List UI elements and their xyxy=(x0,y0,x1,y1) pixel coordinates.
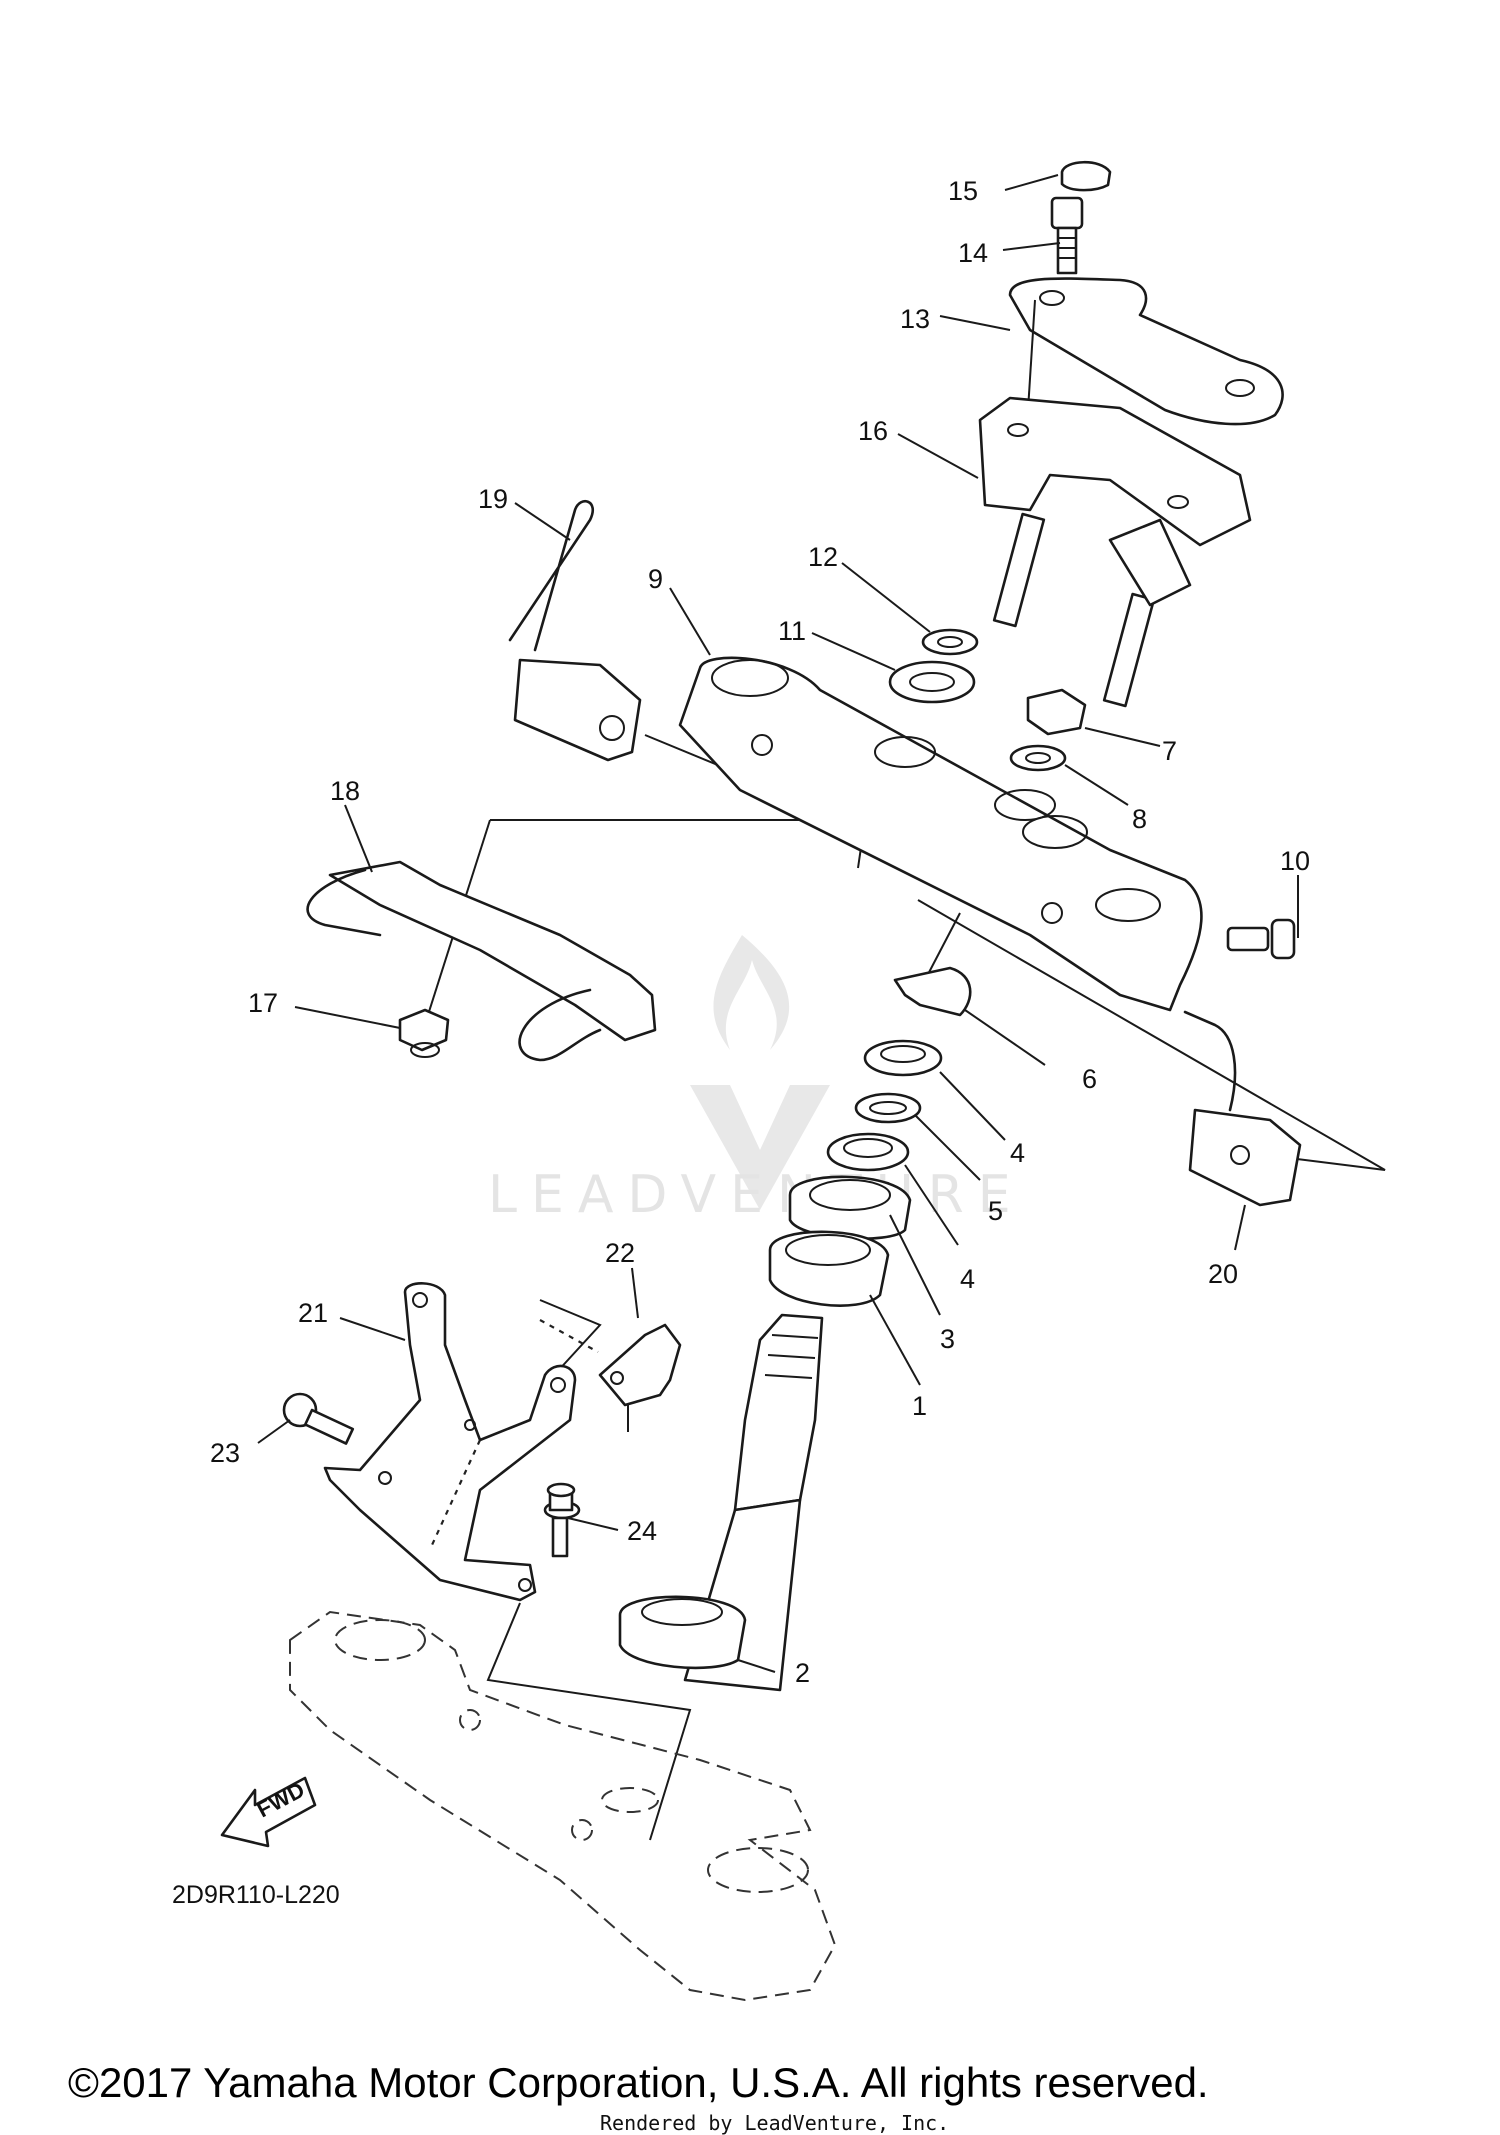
callout-16: 16 xyxy=(858,416,888,446)
part-7-nut xyxy=(1026,688,1087,736)
callout-10: 10 xyxy=(1280,846,1310,876)
part-20-clip xyxy=(1183,1010,1302,1207)
callout-15: 15 xyxy=(948,176,978,206)
callout-2: 2 xyxy=(795,1658,810,1688)
part-3-bearing-cover xyxy=(788,1175,912,1240)
part-1-bearing xyxy=(768,1230,890,1307)
part-6-lock-washer xyxy=(893,966,972,1017)
leader-lines xyxy=(257,174,1299,1673)
callout-13: 13 xyxy=(900,304,930,334)
lower-bracket-ghost xyxy=(289,1610,837,2002)
part-23-bolt xyxy=(282,1392,355,1445)
callout-12: 12 xyxy=(808,542,838,572)
part-5-washer xyxy=(854,1092,922,1124)
callout-17: 17 xyxy=(248,988,278,1018)
part-19-clip xyxy=(508,500,642,762)
callout-14: 14 xyxy=(958,238,988,268)
part-18-bracket xyxy=(306,860,657,1062)
part-15-cap xyxy=(1060,160,1112,192)
callout-3: 3 xyxy=(940,1324,955,1354)
part-22-clip xyxy=(598,1323,682,1407)
copyright-text: ©2017 Yamaha Motor Corporation, U.S.A. A… xyxy=(68,2059,1209,2106)
part-2-lower-bearing xyxy=(618,1595,747,1670)
callout-6: 6 xyxy=(1082,1064,1097,1094)
watermark-text: LEADVENTURE xyxy=(488,1165,1025,1225)
callout-1: 1 xyxy=(912,1391,927,1421)
callout-18: 18 xyxy=(330,776,360,806)
part-8-washer xyxy=(1009,744,1067,772)
part-12-washer xyxy=(921,628,979,656)
part-17-nut xyxy=(398,1008,450,1058)
part-13-upper-clamp xyxy=(1008,277,1284,426)
alignment-lines xyxy=(419,734,1386,1841)
watermark-logo: LEADVENTURE xyxy=(488,935,1025,1225)
callout-23: 23 xyxy=(210,1438,240,1468)
callout-7: 7 xyxy=(1162,736,1177,766)
callouts: 15 14 13 16 19 12 9 11 7 18 8 10 17 6 4 … xyxy=(210,176,1310,1688)
callout-4a: 4 xyxy=(1010,1138,1025,1168)
part-10-bolt xyxy=(1226,918,1296,960)
part-4-ring-nut-lower xyxy=(826,1132,910,1172)
callout-20: 20 xyxy=(1208,1259,1238,1289)
callout-11: 11 xyxy=(778,616,806,646)
part-16-riser xyxy=(978,396,1252,708)
part-11-bushing xyxy=(888,660,976,704)
callout-8: 8 xyxy=(1132,804,1147,834)
callout-24: 24 xyxy=(627,1516,657,1546)
part-24-bolt xyxy=(543,1482,581,1558)
callout-22: 22 xyxy=(605,1238,635,1268)
part-4-ring-nut-upper xyxy=(863,1039,943,1077)
callout-21: 21 xyxy=(298,1298,328,1328)
callout-9: 9 xyxy=(648,564,663,594)
rendered-by-text: Rendered by LeadVenture, Inc. xyxy=(600,2111,949,2135)
fwd-arrow: FWD xyxy=(220,1776,317,1848)
part-9-upper-bracket xyxy=(678,656,1203,1012)
diagram-code: 2D9R110-L220 xyxy=(172,1881,340,1909)
callout-5: 5 xyxy=(988,1196,1003,1226)
callout-19: 19 xyxy=(478,484,508,514)
part-21-bracket xyxy=(323,1282,599,1602)
part-14-bolt xyxy=(1050,196,1084,275)
callout-4b: 4 xyxy=(960,1264,975,1294)
